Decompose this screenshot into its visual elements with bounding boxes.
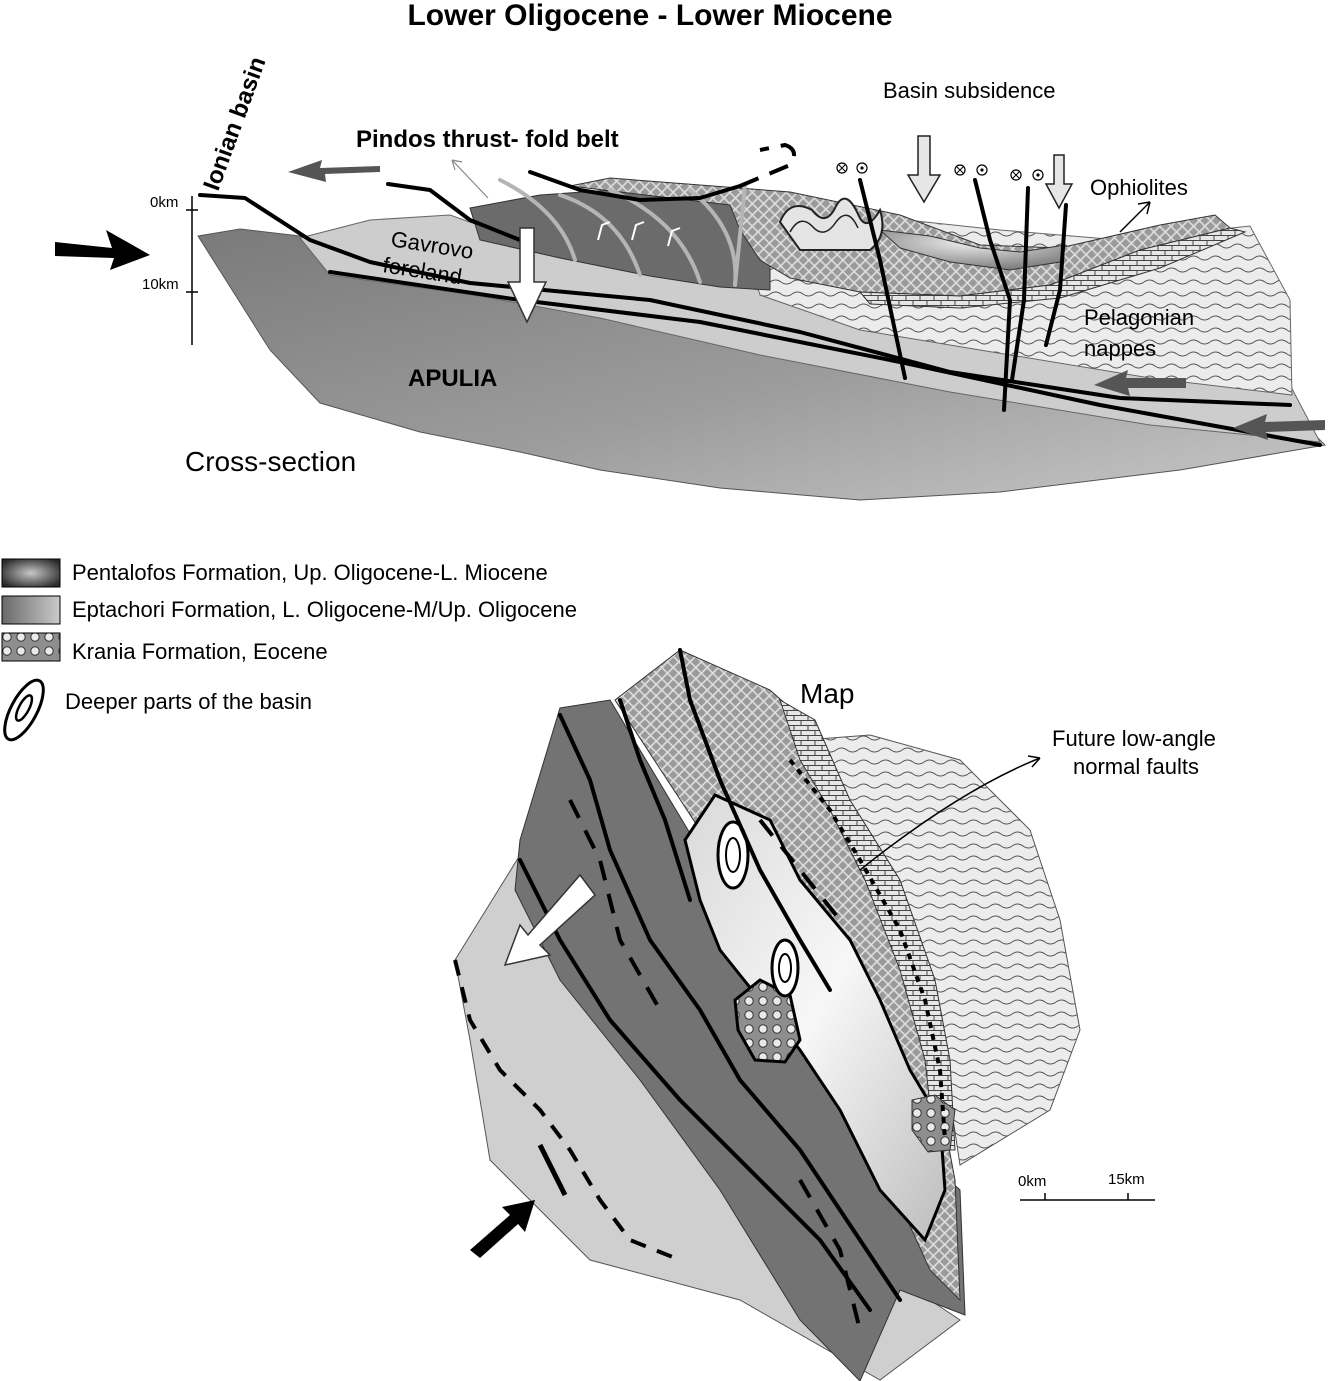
legend-swatch-krania [1,632,61,662]
map-west-boundary [453,959,681,1262]
pindos-thrust-dashed [739,142,796,188]
map-krania-patch [733,978,802,1064]
map-scale-start: 0km [1018,1173,1046,1190]
ionian-sense-arrow [288,160,380,182]
legend-swatch-deeper-basin [3,678,45,742]
pindos-thrust [528,170,742,202]
convergence-arrow [55,230,150,270]
cross-section-caption: Cross-section [185,446,356,477]
label-ionian-basin: Ionian basin [198,53,271,194]
legend-label-deeper-basin: Deeper parts of the basin [65,689,312,714]
lower-detachment [328,270,1322,447]
map-thrust-faults [518,648,902,1312]
ophiolites-pointer [1119,201,1151,233]
apulia-sense-arrow [1233,414,1325,440]
folded-layers [778,197,884,251]
upper-thrust [386,182,522,242]
label-pindos: Pindos thrust- fold belt [356,126,619,153]
legend-label-krania: Krania Formation, Eocene [72,639,328,664]
legend-label-pentalofos: Pentalofos Formation, Up. Oligocene-L. M… [72,560,548,585]
fault-motion-symbols [836,162,1044,181]
legend-swatch-eptachori [1,595,61,625]
depth-scale-bottom: 10km [142,276,179,293]
subsidence-arrow-white [506,227,548,324]
map-annotation-line1: Future low-angle [1052,726,1216,751]
pindos-pointer [451,159,489,199]
map-sense-bar [537,1143,568,1197]
map-dashed-faults [568,799,862,1331]
label-pelagonian: Pelagonian [1084,305,1194,330]
depth-scale-top: 0km [150,194,178,211]
map-annotation-pointer [859,755,1041,871]
legend: Pentalofos Formation, Up. Oligocene-L. M… [1,558,577,742]
normal-faults [858,178,1068,412]
figure-title: Lower Oligocene - Lower Miocene [407,0,892,32]
map: Map [453,648,1216,1381]
label-subsidence: Basin subsidence [883,78,1055,103]
cross-section: 0km 10km Ionian basin Pindos thrust- fol… [55,53,1327,501]
map-annotation-line2: normal faults [1073,754,1199,779]
legend-label-eptachori: Eptachori Formation, L. Oligocene-M/Up. … [72,597,577,622]
map-extension-arrow [503,873,597,967]
label-nappes: nappes [1084,336,1156,361]
pelagonian-sense-arrow [1094,370,1186,396]
map-caption: Map [800,678,854,709]
map-future-faults [788,758,947,1141]
legend-swatch-pentalofos [1,558,61,588]
label-ophiolites: Ophiolites [1090,175,1188,200]
basal-detachment [198,193,1292,407]
depth-scale-bar [186,196,198,345]
map-scale-end: 15km [1108,1171,1145,1188]
limestone-strip [858,227,1247,309]
subsidence-arrow-1 [906,135,942,204]
map-scale-bar [1020,1193,1155,1201]
label-apulia: APULIA [408,365,497,392]
map-deeper-basin-1 [716,820,750,890]
map-deeper-basin-2 [770,938,800,998]
subsidence-arrow-2 [1044,154,1074,210]
map-convergence-arrow [470,1200,535,1258]
